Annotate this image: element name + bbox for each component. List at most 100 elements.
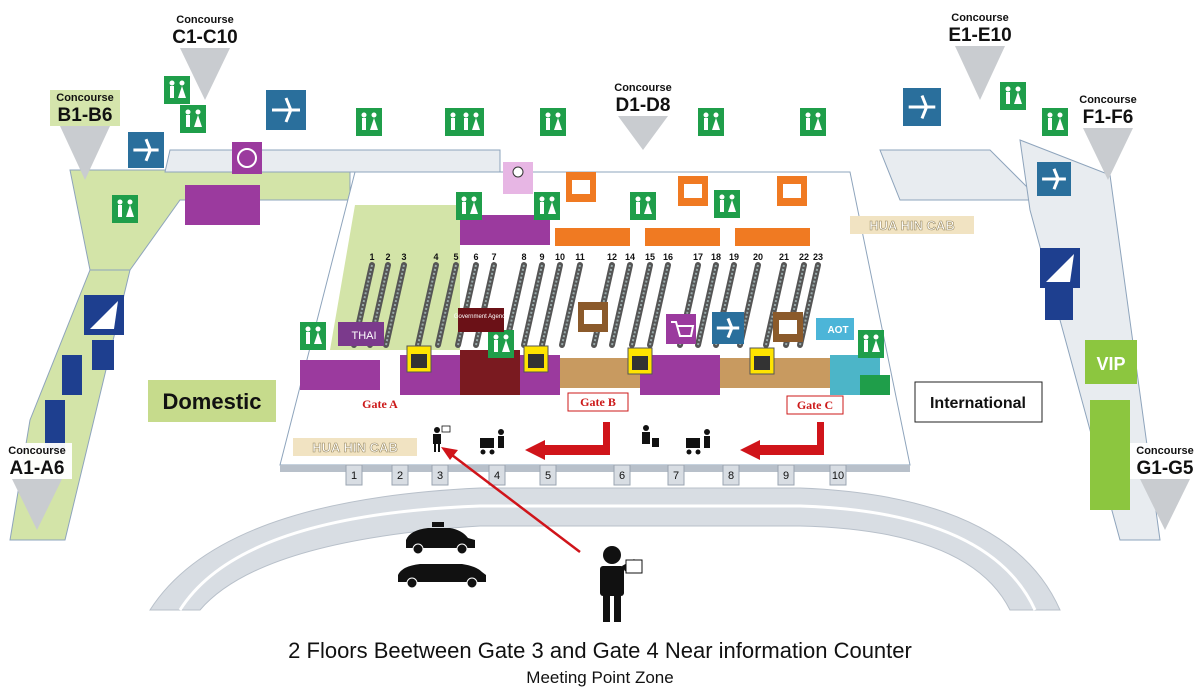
counter-number: 21	[779, 252, 789, 262]
restroom-icon	[858, 330, 884, 358]
meeting-person-icon	[600, 546, 643, 622]
restroom-icon	[180, 105, 206, 133]
elevator-icon	[523, 345, 549, 373]
counter-number: 14	[625, 252, 635, 262]
luggage-cart-icon-2	[686, 429, 710, 455]
restroom-icon	[534, 192, 560, 220]
counter-row-9: 9	[521, 252, 545, 348]
gate-b-label: Gate B	[580, 395, 616, 409]
concourse-heading: Concourse	[176, 14, 233, 26]
airline-tail-icon	[84, 295, 124, 335]
door-number: 7	[673, 470, 679, 482]
counter-row-3: 3	[383, 252, 407, 348]
vip-label-box	[1085, 340, 1137, 384]
map-icons	[84, 76, 1080, 375]
counter-row-4: 4	[415, 252, 439, 348]
info-counter-icon	[678, 176, 708, 206]
gate-a-label: Gate A	[362, 397, 398, 411]
upper-desk-3	[735, 228, 810, 246]
restroom-icon	[456, 192, 482, 220]
counter-number: 20	[753, 252, 763, 262]
gate-c-box	[786, 395, 844, 415]
pier-a-shop-2	[45, 400, 65, 450]
airline-plane-icon	[128, 132, 164, 168]
door-number: 4	[494, 470, 500, 482]
taxi-brand-bottom: HUA HIN CAB	[312, 440, 397, 455]
door-number: 6	[619, 470, 625, 482]
elevator-icon	[406, 345, 432, 373]
concourse-range: A1-A6	[10, 458, 65, 479]
front-desk-far	[720, 358, 830, 388]
upper-desk-2	[645, 228, 720, 246]
door-2: 2	[391, 464, 409, 486]
door-number: 10	[832, 470, 844, 482]
concourse-range: C1-C10	[172, 27, 237, 48]
access-road	[149, 487, 1061, 611]
restroom-icon	[698, 108, 724, 136]
counter-number: 2	[385, 252, 390, 262]
pier-g-shop	[1090, 400, 1130, 510]
upper-desk-1	[555, 228, 630, 246]
counter-row-18: 18	[695, 252, 721, 348]
counter-number: 6	[473, 252, 478, 262]
concourse-heading: Concourse	[8, 445, 65, 457]
route-arrow-gate-c	[740, 422, 824, 460]
door-number: 8	[728, 470, 734, 482]
international-label-box	[914, 381, 1043, 423]
door-1: 1	[345, 464, 363, 486]
counter-number: 11	[575, 252, 585, 262]
concourse-pins: ConcourseC1-C10ConcourseB1-B6ConcourseD1…	[2, 10, 1200, 530]
front-desk-mid	[560, 358, 640, 388]
access-road-lane	[178, 504, 1037, 611]
pier-e-floor	[879, 149, 1042, 201]
counter-number: 1	[369, 252, 374, 262]
door-number: 5	[545, 470, 551, 482]
taxi-car-icon	[406, 522, 475, 555]
restroom-icon	[300, 322, 326, 350]
domestic-label-box	[148, 380, 276, 422]
restroom-icon	[800, 108, 826, 136]
dining-icon	[232, 142, 262, 174]
airline-plane-icon	[903, 88, 941, 126]
counter-row-5: 5	[435, 252, 459, 348]
traveler-icon	[642, 425, 659, 447]
limousine-car-icon	[398, 564, 486, 589]
help-desk-icon	[503, 162, 533, 194]
concourse-range: G1-G5	[1136, 458, 1193, 479]
door-7: 7	[667, 464, 685, 486]
restroom-icon	[458, 108, 484, 136]
door-numbers: 1 2 3 4 5 6 7 8 9 10	[345, 464, 847, 486]
counter-row-10: 10	[539, 252, 565, 348]
restroom-block	[860, 375, 890, 395]
counter-number: 12	[607, 252, 617, 262]
counter-number: 5	[453, 252, 458, 262]
restroom-icon	[356, 108, 382, 136]
counter-row-15: 15	[629, 252, 655, 348]
counter-number: 18	[711, 252, 721, 262]
government-agency-sign	[458, 308, 504, 332]
concourse-range: E1-E10	[948, 25, 1011, 46]
service-desk-icon	[773, 312, 803, 342]
counter-row-11: 11	[559, 252, 585, 348]
counter-number: 9	[539, 252, 544, 262]
door-10: 10	[829, 464, 847, 486]
aot-sign	[816, 318, 854, 340]
concourse-heading: Concourse	[1079, 94, 1136, 106]
door-number: 9	[783, 470, 789, 482]
counter-number: 10	[555, 252, 565, 262]
international-label: International	[930, 395, 1026, 412]
counter-number: 22	[799, 252, 809, 262]
door-4: 4	[488, 464, 506, 486]
door-8: 8	[722, 464, 740, 486]
airline-plane-icon	[712, 312, 744, 344]
door-number: 3	[437, 470, 443, 482]
vip-label: VIP	[1096, 354, 1125, 374]
concourse-heading: Concourse	[56, 92, 113, 104]
door-5: 5	[539, 464, 557, 486]
restroom-icon	[164, 76, 190, 104]
counter-row-14: 14	[609, 252, 635, 348]
front-desk-right	[640, 355, 720, 395]
